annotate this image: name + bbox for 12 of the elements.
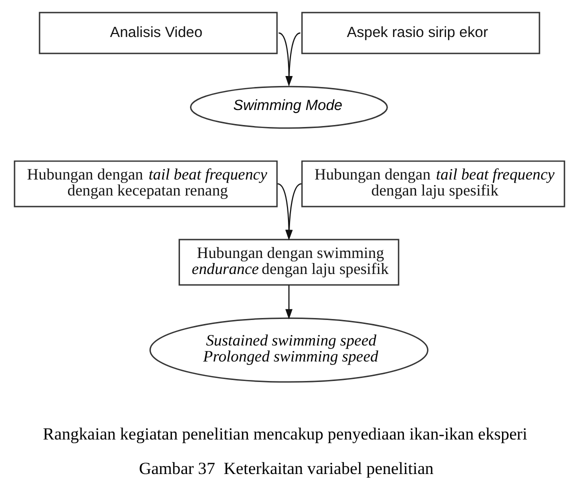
node-ellipse: Swimming Mode	[190, 86, 388, 129]
node-ellipse: Sustained swimming speed Prolonged swimming speed	[149, 317, 428, 383]
node-box: Hubungan dengan tail beat frequency dengan kecepatan renang	[14, 160, 278, 208]
node-box: Hubungan dengan swimming endurance dengan laju spesifik	[178, 238, 400, 286]
caption: Gambar 37 Keterkaitan variabel penelitian	[138, 459, 434, 478]
node-box: Analisis Video	[38, 12, 278, 54]
arrow	[278, 32, 293, 86]
node-box: Hubungan dengan tail beat frequency dengan laju spesifik	[301, 160, 566, 208]
label: Rangkaian kegiatan penelitian mencakup penyediaan ikan-ikan eksperi	[42, 424, 528, 444]
node-box: Aspek rasio sirip ekor	[301, 12, 540, 54]
arrow	[285, 285, 293, 320]
arrow	[285, 32, 300, 86]
